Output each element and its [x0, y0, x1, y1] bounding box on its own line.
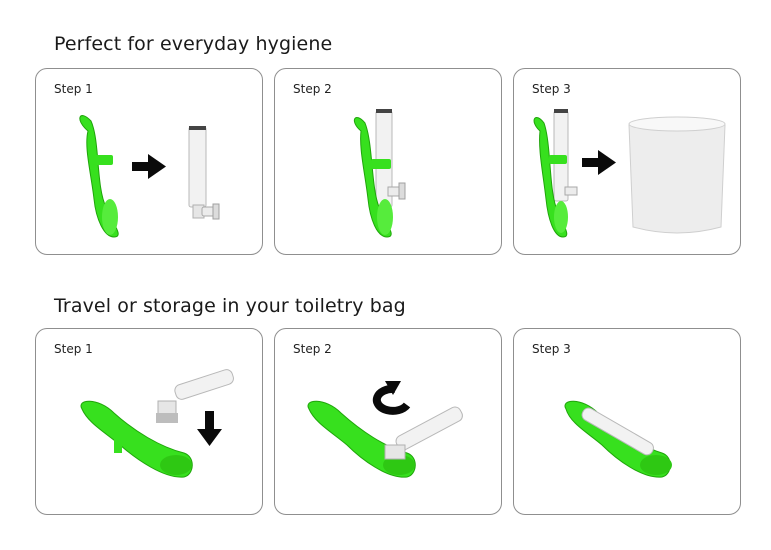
travel-step-1-illustration	[80, 369, 234, 478]
hygiene-step-2-illustration	[353, 109, 406, 238]
step-label: Step 1	[54, 342, 93, 356]
step-label: Step 2	[293, 82, 332, 96]
step-label: Step 2	[293, 342, 332, 356]
hygiene-step-1-card: Step 1	[35, 68, 263, 255]
green-clip-icon	[533, 117, 568, 238]
right-arrow-icon	[582, 150, 616, 175]
brush-head-icon	[581, 407, 654, 456]
brush-head-icon	[188, 126, 220, 220]
green-clip-icon	[79, 115, 119, 238]
right-arrow-icon	[132, 154, 166, 179]
down-arrow-icon	[197, 411, 222, 446]
rotate-arrow-icon	[372, 381, 411, 415]
section-title-travel: Travel or storage in your toiletry bag	[54, 295, 406, 317]
brush-head-icon	[384, 406, 463, 460]
hygiene-step-3-illustration	[533, 109, 726, 238]
brush-head-icon	[375, 109, 406, 208]
hygiene-step-3-card: Step 3	[513, 68, 741, 255]
travel-step-3-illustration	[564, 400, 672, 478]
section-title-hygiene: Perfect for everyday hygiene	[54, 33, 333, 55]
travel-step-3-card: Step 3	[513, 328, 741, 515]
step-label: Step 3	[532, 82, 571, 96]
step-label: Step 1	[54, 82, 93, 96]
cup-icon	[628, 116, 726, 234]
step-label: Step 3	[532, 342, 571, 356]
travel-step-2-card: Step 2	[274, 328, 502, 515]
travel-step-1-card: Step 1	[35, 328, 263, 515]
brush-head-icon	[156, 369, 234, 423]
hygiene-step-1-illustration	[79, 115, 220, 238]
hygiene-step-2-card: Step 2	[274, 68, 502, 255]
travel-step-2-illustration	[307, 381, 463, 478]
green-clip-icon	[353, 117, 393, 238]
green-clip-icon	[80, 400, 193, 478]
